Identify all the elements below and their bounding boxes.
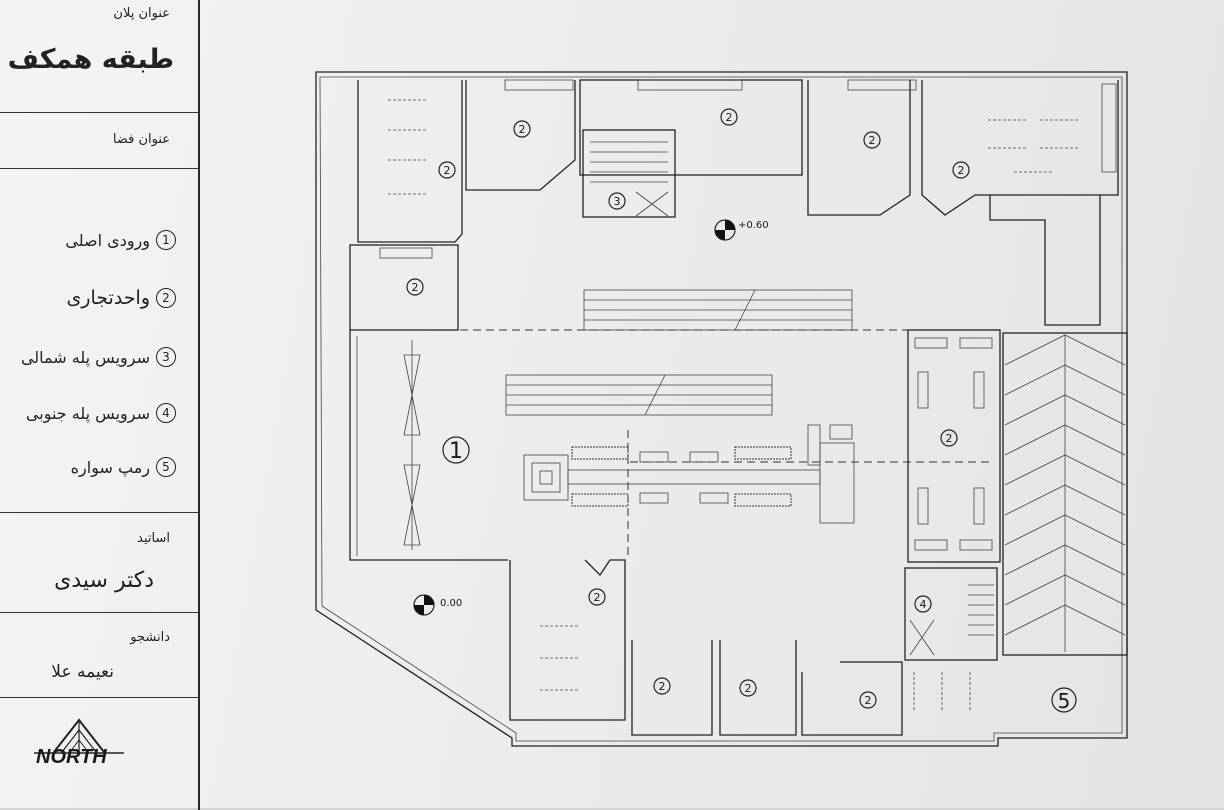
student-divider [0, 697, 198, 698]
window-n3 [847, 79, 917, 91]
boundary-inner-line [319, 76, 1123, 742]
title-block: عنوان پلان طبقه همکف عنوان فضا 1 ورودی ا… [0, 0, 200, 810]
plan-title-label: عنوان پلان [113, 6, 170, 21]
legend-divider-bottom [0, 512, 198, 513]
shop-n3 [807, 80, 911, 216]
legend-item-1: 1 ورودی اصلی [65, 230, 176, 250]
north-arrow: NORTH [24, 716, 134, 780]
shop-s3 [801, 661, 903, 736]
north-label: NORTH [36, 746, 107, 768]
svg-text:5: 5 [1058, 689, 1071, 713]
legend-label: رمپ سواره [70, 457, 150, 477]
shop-s1 [631, 640, 713, 736]
svg-text:2: 2 [519, 123, 526, 136]
svg-text:2: 2 [958, 164, 965, 177]
shop-e [907, 329, 1001, 563]
title-divider [0, 112, 198, 113]
svg-text:2: 2 [745, 682, 752, 695]
svg-text:2: 2 [865, 694, 872, 707]
entrance-west-wall [349, 330, 508, 561]
space-number-3: 3 [608, 192, 626, 210]
shop-s2 [719, 640, 797, 736]
space-number-2: 2 2 2 2 2 2 2 2 2 2 2 [406, 108, 970, 709]
legend-label: سرویس پله جنوبی [25, 403, 150, 423]
legend-number: 2 [156, 288, 176, 308]
south-stair-core [904, 567, 998, 661]
svg-text:2: 2 [946, 432, 953, 445]
svg-text:2: 2 [726, 111, 733, 124]
instructor-divider [0, 612, 198, 613]
svg-text:1: 1 [449, 439, 463, 464]
shop-nw [357, 80, 463, 243]
svg-text:2: 2 [659, 680, 666, 693]
legend-label: ورودی اصلی [65, 230, 150, 250]
svg-text:2: 2 [444, 164, 451, 177]
window-w [379, 247, 433, 259]
instructors-label: اساتید [137, 531, 170, 546]
shop-w [349, 244, 459, 331]
svg-text:3: 3 [614, 195, 621, 208]
south-stair-treads [909, 584, 994, 656]
svg-text:2: 2 [869, 134, 876, 147]
level-label-bottom: 0.00 [440, 598, 462, 609]
north-arrow-icon [34, 718, 124, 754]
shelf-rows-nw [388, 99, 428, 195]
central-planter-axis [523, 424, 855, 524]
level-marker-bottom: 0.00 [413, 594, 462, 616]
site-boundary [315, 71, 1128, 747]
north-stair-core [582, 129, 676, 218]
floor-plan: +0.60 0.00 1 2 2 2 2 2 2 2 2 2 2 2 [315, 71, 1128, 747]
legend-item-3: 3 سرویس پله شمالی [21, 347, 176, 367]
shop-n1 [465, 80, 576, 191]
legend-number: 5 [156, 457, 176, 477]
shop-sw [509, 559, 626, 721]
window-ne [1101, 83, 1117, 173]
space-title-label: عنوان فضا [112, 132, 170, 147]
legend-label: واحدتجاری [66, 287, 150, 309]
instructor-name: دکتر سیدی [54, 568, 154, 593]
legend-item-5: 5 رمپ سواره [71, 457, 176, 477]
svg-text:2: 2 [412, 281, 419, 294]
legend-item-4: 4 سرویس پله جنوبی [26, 403, 176, 423]
shelf-rows-ne [988, 119, 1080, 173]
legend-divider-top [0, 168, 198, 169]
legend-number: 4 [156, 403, 176, 423]
legend-number: 3 [156, 347, 176, 367]
legend-item-2: 2 واحدتجاری [66, 287, 176, 309]
north-stair-treads [590, 141, 669, 217]
svg-text:2: 2 [594, 591, 601, 604]
level-marker-top: +0.60 [714, 219, 769, 241]
space-number-4: 4 [914, 595, 932, 613]
space-number-1: 1 [442, 436, 470, 464]
student-name: نعیمه علا [51, 662, 114, 682]
window-n2 [637, 79, 743, 91]
escalator-lower [505, 374, 773, 416]
shelf-rows-sw [540, 625, 580, 691]
shop-e-fixtures [914, 337, 993, 551]
vehicle-ramp [1002, 332, 1128, 656]
ramp-chevrons [1004, 334, 1126, 652]
legend-number: 1 [156, 230, 176, 250]
shop-ne [921, 80, 1119, 216]
plan-title: طبقه همکف [7, 44, 174, 75]
space-number-5: 5 [1051, 687, 1077, 713]
svg-text:4: 4 [920, 598, 927, 611]
shop-n2 [579, 79, 803, 176]
escalator-upper [583, 289, 853, 331]
shelf-rows-s3 [913, 672, 971, 712]
ramp-return-wall [989, 195, 1101, 326]
entrance-doors [403, 340, 421, 550]
window-n1 [504, 79, 574, 91]
student-label: دانشجو [130, 630, 170, 645]
legend-label: سرویس پله شمالی [20, 347, 150, 367]
level-label-top: +0.60 [738, 220, 769, 231]
